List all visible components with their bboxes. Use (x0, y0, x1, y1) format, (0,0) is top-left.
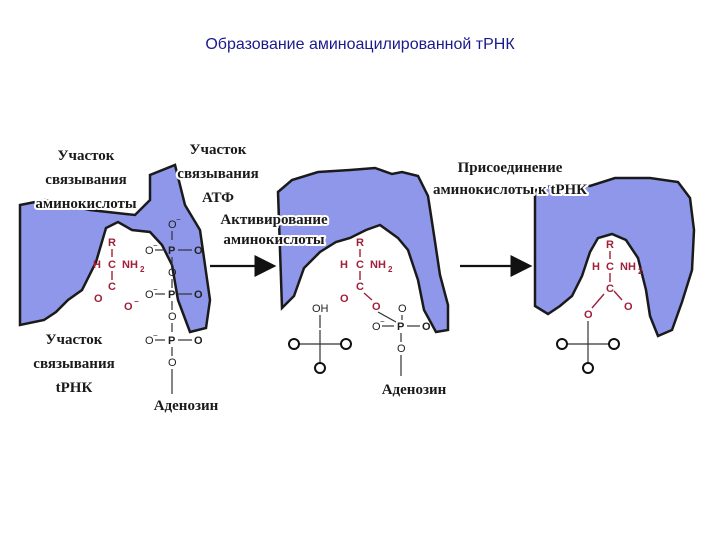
svg-text:P: P (168, 245, 175, 257)
label-adenosine-1: Аденозин (154, 398, 219, 414)
svg-text:R: R (356, 237, 364, 249)
trna-end-3 (556, 321, 620, 374)
svg-text:H: H (93, 259, 101, 271)
svg-text:2: 2 (140, 265, 145, 274)
svg-text:−: − (380, 317, 385, 326)
amino-acid-1: R H C NH 2 C O O − (93, 237, 145, 313)
svg-text:tРНК: tРНК (56, 380, 93, 396)
label-trna-binding-site: Участок связывания tРНК (33, 332, 114, 396)
amino-acid-3: R H C NH 2 C O O (584, 239, 643, 321)
svg-text:2: 2 (638, 267, 643, 276)
svg-text:O: O (168, 267, 177, 279)
svg-text:C: C (356, 281, 364, 293)
svg-text:−: − (153, 241, 158, 250)
svg-text:O: O (168, 219, 177, 231)
label-amino-acid-attachment: Присоединение аминокислоты к tРНК (431, 158, 589, 200)
label-adenosine-2: Аденозин (382, 382, 447, 398)
svg-text:O: O (94, 293, 103, 305)
label-atp-binding-site: Участок связывания АТФ (175, 140, 260, 208)
svg-text:OH: OH (312, 303, 329, 315)
svg-text:P: P (397, 321, 404, 333)
svg-text:−: − (134, 297, 139, 306)
svg-text:O: O (194, 289, 203, 301)
svg-text:O: O (194, 335, 203, 347)
svg-text:R: R (108, 237, 116, 249)
svg-text:O: O (397, 343, 406, 355)
svg-text:Участок: Участок (58, 148, 115, 164)
svg-text:O: O (168, 311, 177, 323)
svg-text:O: O (584, 309, 593, 321)
svg-text:связывания: связывания (45, 172, 126, 188)
trna-end-2: OH (288, 303, 352, 374)
svg-text:−: − (176, 215, 181, 224)
svg-text:NH: NH (122, 259, 138, 271)
svg-text:связывания: связывания (177, 166, 258, 182)
svg-text:NH: NH (370, 259, 386, 271)
svg-text:АТФ: АТФ (202, 190, 234, 206)
svg-text:C: C (606, 261, 614, 273)
label-activation: Активирование аминокислоты (218, 210, 330, 250)
svg-text:C: C (356, 259, 364, 271)
svg-text:O: O (340, 293, 349, 305)
slide-title: Образование аминоацилированной тРНК (205, 36, 515, 53)
svg-text:Участок: Участок (46, 332, 103, 348)
svg-text:O: O (168, 357, 177, 369)
svg-text:C: C (606, 283, 614, 295)
enzyme-shape-2 (276, 166, 450, 334)
svg-text:C: C (108, 281, 116, 293)
amino-acid-2: R H C NH 2 C O O (340, 237, 393, 313)
svg-text:аминокислоты: аминокислоты (35, 196, 137, 212)
svg-text:Участок: Участок (190, 142, 247, 158)
svg-text:NH: NH (620, 261, 636, 273)
svg-text:−: − (153, 285, 158, 294)
atp-molecule: O − O − P O O O − P O O O − P O O (145, 215, 203, 394)
svg-text:P: P (168, 289, 175, 301)
enzyme-shape-3 (533, 176, 696, 338)
svg-text:O: O (624, 301, 633, 313)
svg-text:O: O (194, 245, 203, 257)
svg-text:Активирование: Активирование (220, 212, 328, 228)
svg-text:аминокислоты: аминокислоты (223, 232, 325, 248)
svg-text:H: H (592, 261, 600, 273)
svg-text:H: H (340, 259, 348, 271)
svg-text:O: O (422, 321, 431, 333)
svg-text:O: O (145, 245, 154, 257)
svg-text:O: O (145, 289, 154, 301)
enzyme-shape-1 (18, 163, 212, 334)
svg-text:−: − (153, 331, 158, 340)
svg-text:R: R (606, 239, 614, 251)
amp-molecule: O O − P O O (372, 303, 431, 376)
svg-text:O: O (398, 303, 407, 315)
label-amino-acid-binding-site: Участок связывания аминокислоты (33, 146, 139, 214)
svg-text:аминокислоты к tРНК: аминокислоты к tРНК (433, 182, 587, 198)
svg-text:O: O (124, 301, 133, 313)
svg-text:связывания: связывания (33, 356, 114, 372)
svg-text:Присоединение: Присоединение (458, 160, 563, 176)
svg-text:C: C (108, 259, 116, 271)
svg-text:2: 2 (388, 265, 393, 274)
svg-text:O: O (372, 301, 381, 313)
svg-text:O: O (372, 321, 381, 333)
svg-text:O: O (145, 335, 154, 347)
svg-text:P: P (168, 335, 175, 347)
